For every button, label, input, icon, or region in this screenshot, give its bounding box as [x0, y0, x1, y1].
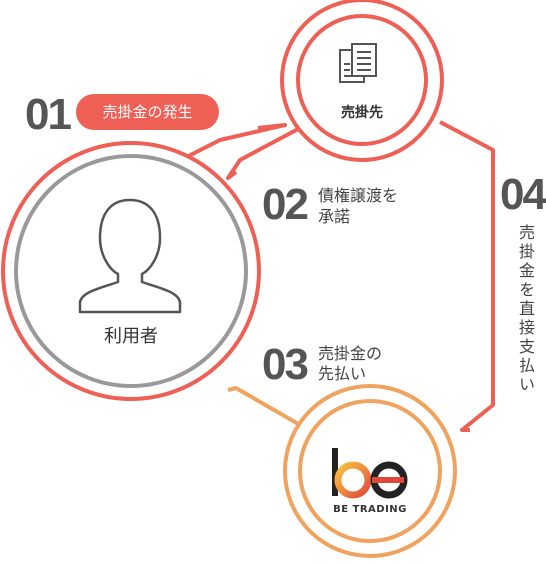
arrow-step-02: [226, 126, 301, 180]
step-03-label-line1: 売掛金の: [318, 344, 383, 363]
step-04-number: 04: [500, 170, 546, 219]
user-label: 利用者: [104, 326, 158, 347]
person-silhouette-icon: [78, 198, 182, 314]
be-trading-logo: [332, 448, 408, 499]
be-trading-node: [283, 384, 457, 558]
arrow-step-04: [439, 120, 495, 432]
step-02-label-line2: 承諾: [318, 207, 351, 226]
step-03-label-line2: 先払い: [318, 364, 367, 383]
step-02-label-line1: 債権譲渡を: [318, 186, 399, 205]
step-04-label: 売掛金を直接支払い: [516, 224, 535, 395]
step-01-number: 01: [25, 90, 72, 139]
be-trading-label: BE TRADING: [333, 504, 407, 515]
user-node: [1, 141, 261, 401]
step-03-number: 03: [262, 340, 309, 389]
receivable-party-node: [280, 0, 444, 162]
receivable-party-label: 売掛先: [341, 105, 383, 121]
arrow-step-03: [227, 386, 302, 427]
documents-icon: [339, 43, 377, 83]
step-02-number: 02: [262, 180, 309, 229]
step-01-label: 売掛金の発生: [76, 94, 219, 130]
